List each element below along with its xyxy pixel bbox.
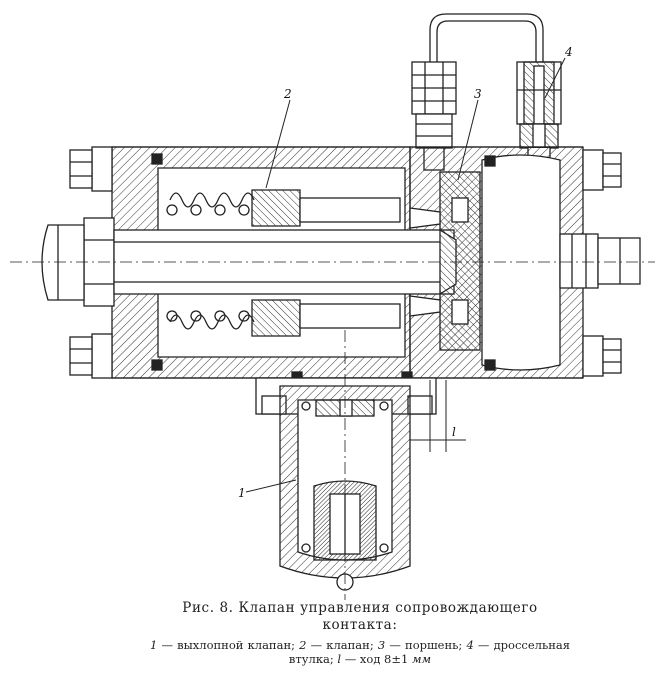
label-part-2: 2: [283, 87, 292, 101]
seal-rings: [151, 153, 496, 383]
legend-text-4: — дроссельная втулка;: [288, 638, 570, 666]
legend-text-2: — клапан;: [306, 638, 378, 652]
upper-spring: [166, 192, 255, 216]
piston: [409, 171, 481, 351]
figure-caption-title: Рис. 8. Клапан управления сопровождающег…: [182, 600, 538, 633]
legend-num-4: 4: [466, 638, 474, 652]
legend-num-l: l: [337, 652, 342, 666]
exhaust-valve-housing: [255, 377, 437, 591]
legend-num-2: 2: [299, 638, 307, 652]
legend-text-l: — ход 8±1: [341, 652, 412, 666]
centerlines: [10, 261, 655, 600]
leader-lines: [245, 57, 566, 493]
label-part-3: 3: [474, 87, 482, 101]
control-valve-drawing: 2 3 4 1 l: [10, 13, 655, 600]
legend-text-3: — поршень;: [385, 638, 467, 652]
label-part-1: 1: [238, 486, 246, 500]
valve-seat: [251, 189, 401, 337]
legend-text-1: — выхлопной клапан;: [157, 638, 300, 652]
legend-num-3: 3: [377, 638, 386, 652]
label-stroke-l: l: [452, 425, 456, 439]
lower-spring: [166, 310, 255, 330]
legend-unit: мм: [411, 652, 432, 666]
label-part-4: 4: [564, 45, 573, 59]
legend-num-1: 1: [150, 638, 158, 652]
right-flange: [559, 149, 641, 377]
left-flange: [41, 146, 115, 379]
figure-caption-legend: 1 — выхлопной клапан; 2 — клапан; 3 — по…: [150, 638, 570, 666]
copper-tube: [429, 13, 544, 62]
